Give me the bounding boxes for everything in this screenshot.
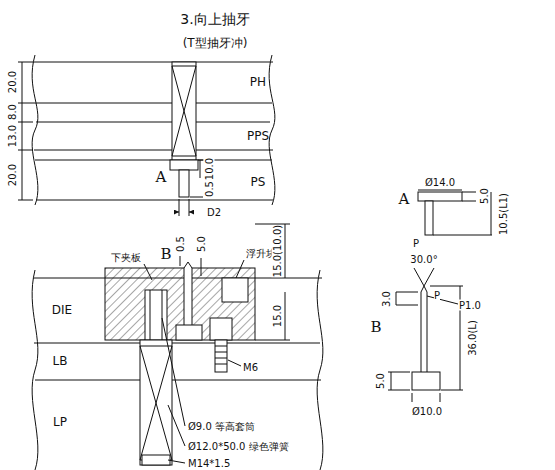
plate-band: LB	[50, 352, 71, 370]
punch-a	[170, 62, 198, 197]
dimension-label: P	[413, 238, 419, 249]
dimension-label: P1.0	[459, 300, 481, 311]
dimension-label: (T型抽牙冲)	[183, 37, 248, 50]
dimension-chain	[18, 62, 33, 200]
plate-band: DIE	[49, 301, 75, 319]
punch-dimensions	[174, 160, 203, 216]
plug-screw	[142, 455, 170, 465]
leader-line	[144, 260, 244, 463]
plate-band: LP	[50, 413, 70, 431]
dimension-label: 10.0	[204, 158, 215, 180]
view-letter: B	[160, 246, 171, 263]
dimension-label: 30.0°	[410, 254, 437, 265]
plate-name: PS	[251, 175, 266, 189]
dimension-label: Ø14.0	[425, 177, 455, 188]
dimension-label: 0.5	[175, 236, 186, 252]
view-letter: A	[399, 191, 410, 208]
plate-name: LB	[53, 354, 68, 368]
dimension-label: 8.0	[7, 104, 18, 120]
dimension-label: 3.0	[381, 291, 392, 307]
dimension-label: Ø9.0 等高套筒	[188, 421, 255, 432]
dimension-label: 13.0	[7, 125, 18, 147]
plate-name: PPS	[247, 129, 269, 143]
plate-name: DIE	[52, 303, 72, 317]
plate-name: LP	[53, 415, 67, 429]
sleeve	[145, 290, 167, 340]
title: 3.向上抽牙	[180, 12, 249, 27]
dimension-label: 0.5	[204, 181, 215, 197]
dimension-line	[201, 258, 202, 276]
dimension-label: 10.5(L1)	[498, 193, 509, 235]
dimension-label: P	[434, 290, 440, 301]
dimension-label: M14*1.5	[188, 458, 230, 469]
break-line	[269, 55, 275, 205]
dimension-label: 15.0	[272, 305, 283, 327]
dimension-label: 5.0	[479, 188, 490, 204]
dimension-label: 5.0	[196, 236, 207, 252]
dimension-label: 20.0	[7, 71, 18, 93]
break-line	[317, 270, 323, 470]
dimension-label: Ø12.0*50.0 绿色弹簧	[188, 441, 289, 452]
plate-band: PH	[247, 73, 269, 91]
view-letter: B	[370, 319, 381, 336]
view-letter: A	[156, 169, 167, 186]
break-line	[32, 55, 38, 205]
dimension-label: 36.0(L)	[467, 320, 478, 356]
dimension-label: Ø10.0	[412, 406, 442, 417]
dimension-label: 下夹板	[111, 252, 141, 263]
dimension-label: 20.0	[7, 164, 18, 186]
plate-name: PH	[250, 75, 266, 89]
plate-band: PS	[248, 173, 269, 191]
punch-b	[184, 262, 192, 330]
detail-b	[388, 268, 463, 402]
lower-clamp-plate	[105, 268, 255, 340]
dimension-label: 15.0(10.0)	[272, 225, 283, 277]
spring	[140, 340, 172, 465]
plate-lines	[33, 62, 273, 200]
floating-block-pocket	[176, 325, 202, 340]
dimension-line	[255, 224, 290, 340]
dimension-label: 5.0	[375, 373, 386, 389]
m6-screw	[210, 318, 232, 372]
dimension-label: D2	[207, 207, 221, 218]
break-line	[32, 270, 38, 470]
dimension-label: M6	[243, 362, 258, 373]
plate-band: PPS	[244, 127, 272, 145]
floating-block	[222, 278, 248, 302]
dimension-line	[180, 256, 181, 266]
